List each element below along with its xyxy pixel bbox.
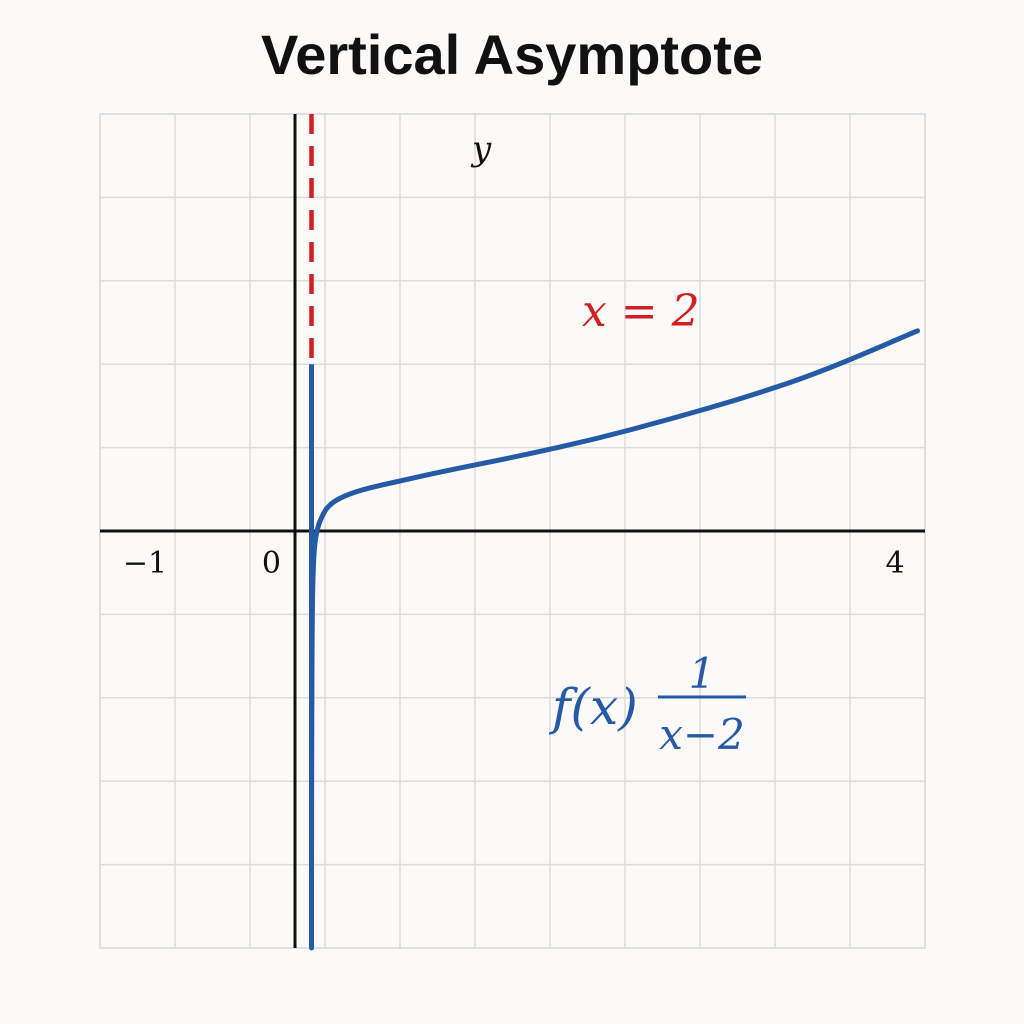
x-tick-label-1: 0 <box>262 546 281 581</box>
function-label-denominator: x−2 <box>659 710 745 759</box>
function-label-name: f(x) <box>548 678 638 736</box>
function-label-numerator: 1 <box>689 649 716 698</box>
curve-line <box>309 328 920 951</box>
chart-title: Vertical Asymptote <box>261 23 763 86</box>
x-tick-label-2: 4 <box>885 546 904 581</box>
axes: −1 0 4 <box>100 114 925 948</box>
grid <box>99 113 926 949</box>
asymptote-label: x = 2 <box>582 286 700 337</box>
y-axis-label: y <box>470 129 492 169</box>
series <box>309 114 920 951</box>
function-label: f(x) 1 x−2 <box>548 649 746 759</box>
x-tick-label-0: −1 <box>123 546 167 581</box>
